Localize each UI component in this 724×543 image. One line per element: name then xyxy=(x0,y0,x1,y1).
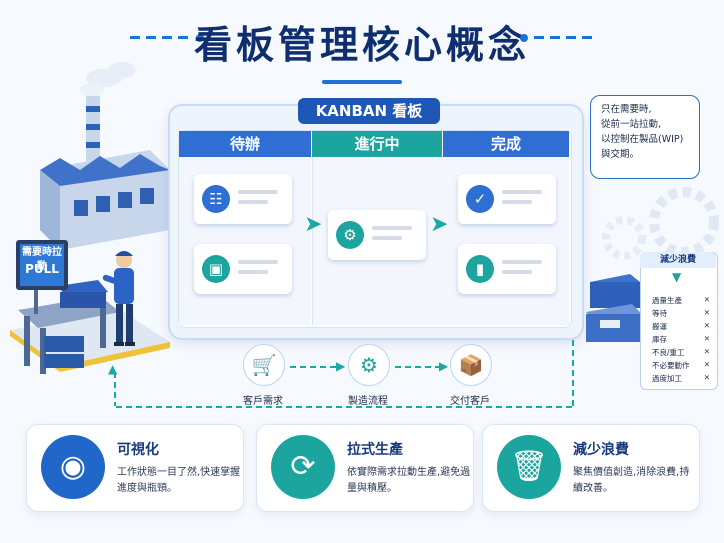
flow-loop-line-right xyxy=(572,340,574,406)
flow-loop-line xyxy=(116,406,574,408)
waste-item: 過量生產✕ xyxy=(652,295,710,305)
check-icon: ✓ xyxy=(466,185,494,213)
cycle-icon: ⟳ xyxy=(271,435,335,499)
card-line xyxy=(502,270,532,274)
card-line xyxy=(238,260,278,264)
note-line: 以控制在製品(WIP) xyxy=(601,134,684,145)
column-header-done: 完成 xyxy=(443,131,569,157)
waste-item: 搬運✕ xyxy=(652,321,710,331)
kanban-card[interactable]: ☷ xyxy=(194,174,292,224)
card-line xyxy=(238,270,268,274)
card-line xyxy=(502,200,532,204)
kanban-card[interactable]: ▮ xyxy=(458,244,556,294)
clipboard-icon: ☷ xyxy=(202,185,230,213)
title-dot-left xyxy=(196,34,204,42)
card-line xyxy=(238,200,268,204)
feature-desc: 依實際需求拉動生產,避免過量與積壓。 xyxy=(347,467,471,494)
feature-desc: 工作狀態一目了然,快速掌握進度與瓶頸。 xyxy=(117,467,241,494)
kanban-card[interactable]: ▣ xyxy=(194,244,292,294)
gear-icon: ⚙ xyxy=(336,221,364,249)
title-dash-right xyxy=(534,36,594,39)
box-icon: ▣ xyxy=(202,255,230,283)
card-line xyxy=(502,190,542,194)
flow-connector xyxy=(395,366,443,368)
feature-card-visualization: ◉ 可視化 工作狀態一目了然,快速掌握進度與瓶頸。 xyxy=(26,424,244,512)
card-line xyxy=(502,260,542,264)
arrow-right-icon: ▶ xyxy=(439,359,449,373)
title-dot-right xyxy=(520,34,528,42)
kanban-card[interactable]: ✓ xyxy=(458,174,556,224)
factory-illustration xyxy=(10,62,170,374)
pull-screen-line1: 需要時拉動 xyxy=(22,247,62,272)
waste-item: 過度加工✕ xyxy=(652,373,710,383)
feature-title: 可視化 xyxy=(117,442,159,458)
eye-icon: ◉ xyxy=(41,435,105,499)
flow-step-label: 交付客戶 xyxy=(450,396,490,407)
waste-item: 庫存✕ xyxy=(652,334,710,344)
title-dash-left xyxy=(130,36,190,39)
flow-connector xyxy=(290,366,340,368)
arrow-right-icon: ➤ xyxy=(430,212,449,237)
trash-icon: 🗑 xyxy=(497,435,561,499)
card-line xyxy=(372,226,412,230)
column-header-todo: 待辦 xyxy=(179,131,311,157)
wip-note-bubble: 只在需要時, 從前一站拉動, 以控制在製品(WIP) 與交期。 xyxy=(590,95,700,179)
waste-panel xyxy=(640,252,718,390)
title-underline xyxy=(322,80,402,84)
gear-icon: ⚙ xyxy=(348,344,390,386)
waste-item: 不良/重工✕ xyxy=(652,347,710,357)
pull-screen-line2: PULL xyxy=(25,262,59,276)
flow-step-label: 製造流程 xyxy=(348,396,388,407)
package-icon: 📦 xyxy=(450,344,492,386)
feature-title: 減少浪費 xyxy=(573,442,629,458)
kanban-card[interactable]: ⚙ xyxy=(328,210,426,260)
note-line: 從前一站拉動, xyxy=(601,119,662,130)
card-line xyxy=(238,190,278,194)
bar-chart-icon: ▮ xyxy=(466,255,494,283)
feature-title: 拉式生產 xyxy=(347,442,403,458)
feature-desc: 聚焦價值創造,消除浪費,持續改善。 xyxy=(573,467,690,494)
cart-icon: 🛒 xyxy=(243,344,285,386)
waste-item: 等待✕ xyxy=(652,308,710,318)
note-line: 只在需要時, xyxy=(601,104,652,115)
arrow-up-icon: ▲ xyxy=(108,362,118,376)
feature-card-pull: ⟳ 拉式生產 依實際需求拉動生產,避免過量與積壓。 xyxy=(256,424,474,512)
arrow-down-icon: ▼ xyxy=(672,270,682,284)
column-header-doing: 進行中 xyxy=(312,131,442,157)
feature-card-waste: 🗑 減少浪費 聚焦價值創造,消除浪費,持續改善。 xyxy=(482,424,700,512)
flow-loop-line-left xyxy=(114,372,116,406)
arrow-right-icon: ➤ xyxy=(304,212,323,237)
arrow-right-icon: ▶ xyxy=(336,359,346,373)
page-title: 看板管理核心概念 xyxy=(193,23,530,67)
card-line xyxy=(372,236,402,240)
waste-item: 不必要動作✕ xyxy=(652,360,710,370)
kanban-board-label: KANBAN 看板 xyxy=(298,98,440,124)
note-line: 與交期。 xyxy=(601,149,640,160)
waste-panel-title: 減少浪費 xyxy=(640,252,716,268)
flow-step-label: 客戶需求 xyxy=(243,396,283,407)
